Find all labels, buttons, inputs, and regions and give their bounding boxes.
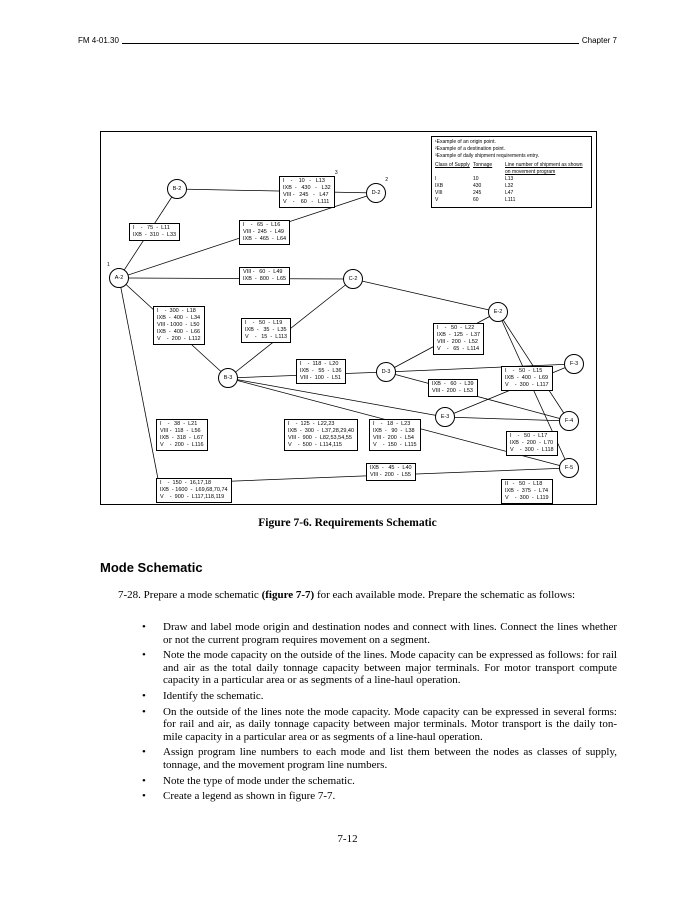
node-E-2: E-2 [488,302,508,322]
figure-caption: Figure 7-6. Requirements Schematic [258,517,437,529]
bullet-marker: • [142,746,146,759]
legend-column-header: Class of Supply [435,162,470,169]
bullet-item: • Assign program line numbers to each mod… [140,746,617,771]
node-F-4: F-4 [559,411,579,431]
shipment-requirements-box: I - 50 - L15 IXB - 400 - L69 V - 300 - L… [501,366,553,392]
shipment-requirements-box: IXB - 60 - L39 VIII - 200 - L53 [428,379,478,398]
header-left: FM 4-01.30 [78,36,119,45]
bullet-marker: • [142,774,146,787]
header-rule [121,43,579,44]
diagram-edge [118,277,354,280]
bullet-text: Create a legend as shown in figure 7-7. [163,790,336,803]
intro-paragraph: 7-28. Prepare a mode schematic (figure 7… [118,589,617,602]
node-F-5: F-5 [559,458,579,478]
diagram-edge [352,278,499,313]
intro-figure-reference: (figure 7-7) [261,589,315,601]
figure-legend: ¹Example of an origin point. ²Example of… [431,136,592,209]
bullet-text: Identify the schematic. [163,689,264,702]
legend-column-header: Tonnage [473,162,493,169]
node-F-3: F-3 [564,354,584,374]
node-B-3: B-3 [218,368,238,388]
legend-cell: L13 [505,176,514,183]
legend-cell: 60 [473,197,479,204]
node-B-2: B-2 [167,179,187,199]
bullet-marker: • [142,705,146,718]
bullet-item: • On the outside of the lines note the mo… [140,706,617,744]
shipment-requirements-box: I - 150 - 16,17,18 IXB - 1600 - L69,68,7… [156,478,232,504]
diagram-edge [176,188,377,194]
shipment-requirements-box: I - 50 - L17 IXB - 200 - L70 V - 300 - L… [506,431,558,457]
figure-requirements-schematic: ¹Example of an origin point. ²Example of… [100,131,597,505]
bullet-text: Assign program line numbers to each mode… [163,746,617,771]
legend-cell: 245 [473,190,482,197]
bullet-item: • Create a legend as shown in figure 7-7. [140,790,617,803]
shipment-requirements-box: II - 50 - L18 IXB - 375 - L74 V - 300 - … [501,479,553,505]
legend-notes: ¹Example of an origin point. ²Example of… [435,139,540,159]
shipment-requirements-box: I - 125 - L22,23 IXB - 300 - L37,28,29,4… [284,419,359,452]
shipment-requirements-box: I - 10 - L13 IXB - 430 - L32 VIII - 245 … [279,170,338,209]
footnote-marker: 2 [385,177,388,183]
shipment-requirements-box: I - 18 - L23 IXB - 90 - L38 VIII - 200 -… [369,419,421,452]
bullet-marker: • [142,621,146,633]
diagram-edge [227,377,446,418]
shipment-requirements-box: I - 65 - L16 VIII - 245 - L49 IXB - 465 … [239,220,291,246]
legend-cell: VIII [435,190,443,197]
intro-text-after: for each available mode. Prepare the sch… [314,589,576,601]
legend-cell: I [435,176,437,183]
bullet-item: • Identify the schematic. [140,690,617,703]
legend-column-header: Line number of shipment as shown on move… [505,162,583,176]
legend-cell: L32 [505,183,514,190]
node-E-3: E-3 [435,407,455,427]
header-right: Chapter 7 [581,36,617,45]
bullet-list: • Draw and label mode origin and destinat… [140,621,617,806]
bullet-text: On the outside of the lines note the mod… [163,705,617,743]
bullet-item: • Note the type of mode under the schemat… [140,775,617,788]
bullet-text: Note the mode capacity on the outside of… [163,649,617,687]
footnote-marker: 1 [107,262,110,268]
bullet-item: • Note the mode capacity on the outside o… [140,649,617,687]
shipment-requirements-box: VIII - 60 - L49 IXB - 800 - L65 [239,267,291,286]
bullet-item: • Draw and label mode origin and destinat… [140,621,617,646]
shipment-requirements-box: I - 50 - L19 IXB - 35 - L35 V - 15 - L11… [241,318,292,344]
bullet-marker: • [142,689,146,702]
legend-cell: IXB [435,183,444,190]
diagram-edge [118,277,160,485]
legend-cell: V [435,197,439,204]
shipment-requirements-box: I - 38 - L21 VIII - 118 - L56 IXB - 318 … [156,419,208,452]
legend-cell: L47 [505,190,514,197]
bullet-text: Draw and label mode origin and destinati… [163,621,617,646]
diagram-edge [444,416,570,422]
bullet-marker: • [142,649,146,662]
legend-cell: L111 [505,197,516,204]
shipment-requirements-box: I - 300 - L18 IXB - 400 - L34 VIII - 100… [153,306,205,346]
shipment-requirements-box: I - 75 - L11 IXB - 310 - L33 [129,223,181,242]
section-heading: Mode Schematic [100,560,203,575]
intro-text-before: 7-28. Prepare a mode schematic [118,589,262,601]
shipment-requirements-box: I - 50 - L22 IXB - 125 - L37 VIII - 200 … [433,323,485,356]
legend-cell: 10 [473,176,479,183]
shipment-requirements-box: I - 118 - L20 IXB - 55 - L36 VIII - 100 … [296,359,346,385]
bullet-marker: • [142,790,146,803]
diagram-edge [385,363,575,373]
node-C-2: C-2 [343,269,363,289]
page-header: FM 4-01.30 Chapter 7 [78,36,617,45]
shipment-requirements-box: IXB - 45 - L40 VIII - 200 - L55 [366,463,416,482]
legend-cell: 430 [473,183,482,190]
footnote-marker: 3 [334,170,338,176]
page-number: 7-12 [337,833,358,845]
node-D-3: D-3 [376,362,396,382]
bullet-text: Note the type of mode under the schemati… [163,774,355,787]
